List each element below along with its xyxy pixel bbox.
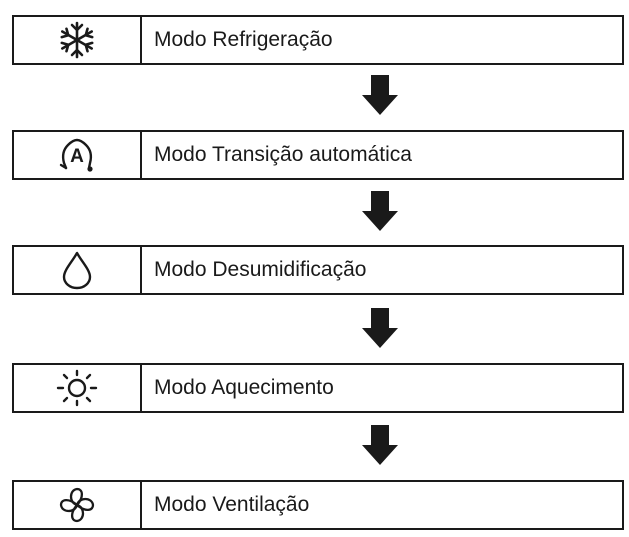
down-arrow-icon [362, 191, 398, 231]
mode-box-cooling: Modo Refrigeração [12, 15, 624, 65]
water-drop-icon [62, 251, 92, 290]
sun-icon [56, 369, 98, 407]
mode-box-auto-transition: A Modo Transição automática [12, 130, 624, 180]
snowflake-icon [60, 21, 94, 59]
auto-transition-icon: A [59, 138, 93, 172]
mode-label-auto-transition: Modo Transição automática [154, 143, 412, 166]
mode-box-heating: Modo Aquecimento [12, 363, 624, 413]
mode-box-dehumidify: Modo Desumidificação [12, 245, 624, 295]
down-arrow-icon [362, 75, 398, 115]
mode-icon-cell [14, 482, 142, 528]
mode-icon-cell [14, 17, 142, 63]
svg-text:A: A [70, 146, 84, 167]
mode-label-heating: Modo Aquecimento [154, 376, 334, 399]
down-arrow-icon [362, 308, 398, 348]
mode-icon-cell: A [14, 132, 142, 178]
mode-label-dehumidify: Modo Desumidificação [154, 258, 367, 281]
mode-label-cooling: Modo Refrigeração [154, 28, 333, 51]
fan-icon [59, 487, 95, 523]
mode-box-fan: Modo Ventilação [12, 480, 624, 530]
mode-icon-cell [14, 247, 142, 293]
mode-label-fan: Modo Ventilação [154, 493, 310, 516]
mode-icon-cell [14, 365, 142, 411]
down-arrow-icon [362, 425, 398, 465]
